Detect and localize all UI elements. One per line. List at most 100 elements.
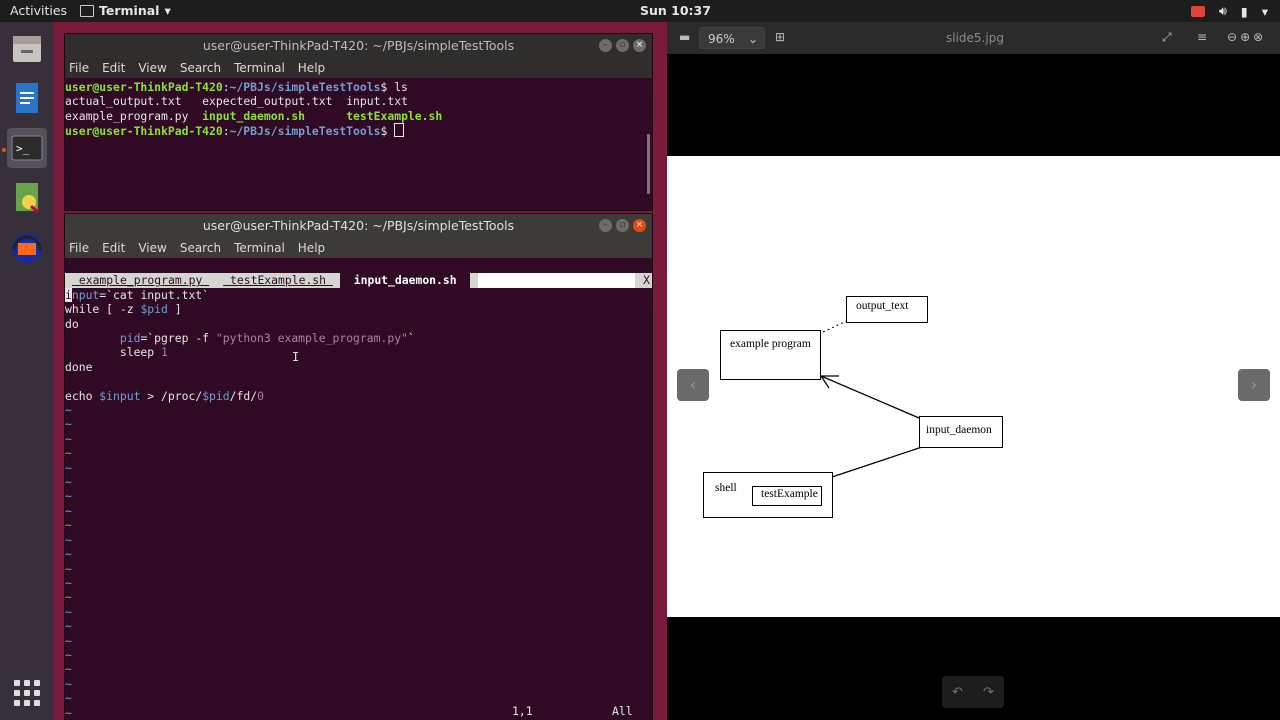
diagram-box-input-daemon: input_daemon (919, 416, 1003, 448)
arrowhead-icon (820, 375, 839, 389)
rotate-left-icon[interactable]: ↶ (952, 684, 963, 700)
vim-empty-line-marker: ~ (65, 475, 72, 490)
menu-help[interactable]: Help (297, 241, 326, 255)
rotate-right-icon[interactable]: ↷ (983, 684, 994, 700)
fullscreen-icon[interactable]: ⤢ (1162, 30, 1172, 44)
close-icon[interactable]: × (633, 39, 646, 52)
zoom-select[interactable]: 96% ⌄ (699, 27, 765, 49)
diagram-label: input_daemon (926, 424, 992, 436)
menu-terminal[interactable]: Terminal (234, 241, 285, 255)
vim-empty-line-marker: ~ (65, 417, 72, 432)
vim-empty-line-marker: ~ (65, 619, 72, 634)
menu-view[interactable]: View (138, 61, 167, 75)
diagram-label: output_text (856, 300, 909, 312)
minimize-icon[interactable]: – (599, 39, 612, 52)
code-line: do (65, 316, 79, 331)
window-title[interactable]: user@user-ThinkPad-T420: ~/PBJs/simpleTe… (65, 34, 652, 58)
terminal-window-bottom[interactable]: user@user-ThinkPad-T420: ~/PBJs/simpleTe… (65, 214, 652, 720)
vim-editor[interactable]: example_program.py testExample.sh input_… (65, 258, 652, 720)
maximize-icon[interactable]: ⊕ (1240, 30, 1251, 44)
hamburger-menu-icon[interactable]: ≡ (1197, 30, 1208, 44)
terminal-icon[interactable]: >_ (7, 128, 47, 168)
vim-empty-line-marker: ~ (65, 403, 72, 418)
vim-tab-close[interactable]: X (641, 273, 652, 288)
maximize-icon[interactable]: ▫ (616, 39, 629, 52)
screen-record-icon[interactable] (1190, 5, 1205, 17)
window-title[interactable]: user@user-ThinkPad-T420: ~/PBJs/simpleTe… (65, 214, 652, 238)
zoom-in-icon[interactable]: ⊞ (775, 30, 786, 44)
zoom-out-icon[interactable]: ▬ (679, 30, 691, 44)
chevron-down-icon: ▾ (164, 3, 171, 18)
vim-empty-line-marker: ~ (65, 575, 72, 590)
diagram-box-test-example: testExample (752, 486, 822, 506)
top-bar: Activities Terminal ▾ Sun 10:37 🔊︎ ▮ ▾ (0, 0, 1280, 22)
cursor-position: 1,1 (512, 704, 533, 718)
code-line: while [ -z $pid ] (65, 302, 182, 317)
vim-empty-line-marker: ~ (65, 503, 72, 518)
vim-empty-line-marker: ~ (65, 691, 72, 706)
battery-icon[interactable]: ▮ (1240, 3, 1248, 19)
code-line: input=`cat input.txt` (65, 287, 210, 302)
audacity-icon[interactable] (7, 228, 47, 268)
vim-empty-line-marker: ~ (65, 647, 72, 662)
system-tray[interactable]: 🔊︎ ▮ ▾ (1190, 3, 1268, 19)
prompt-line: user@user-ThinkPad-T420:~/PBJs/simpleTes… (65, 80, 408, 94)
menu-file[interactable]: File (69, 241, 90, 255)
vim-tab[interactable]: testExample.sh (223, 273, 333, 288)
scrollbar[interactable] (647, 134, 650, 194)
volume-icon[interactable]: 🔊︎ (1218, 3, 1227, 18)
rotate-toolbar: ↶ ↷ (942, 676, 1004, 708)
code-line: done (65, 359, 93, 374)
vim-empty-line-marker: ~ (65, 518, 72, 533)
window-controls[interactable]: ⊖ ⊕ ⊗ (1227, 30, 1263, 44)
terminal-window-top[interactable]: user@user-ThinkPad-T420: ~/PBJs/simpleTe… (65, 34, 652, 210)
terminal-screen[interactable]: user@user-ThinkPad-T420:~/PBJs/simpleTes… (65, 78, 652, 210)
vim-empty-line-marker: ~ (65, 489, 72, 504)
close-icon[interactable]: ⊗ (1253, 30, 1264, 44)
running-indicator (2, 148, 6, 152)
activities-button[interactable]: Activities (10, 3, 68, 18)
menu-file[interactable]: File (69, 61, 90, 75)
show-applications-icon[interactable] (14, 680, 40, 706)
vim-tab[interactable]: example_program.py (72, 273, 210, 288)
writer-icon[interactable] (7, 78, 47, 118)
prompt-line: user@user-ThinkPad-T420:~/PBJs/simpleTes… (65, 123, 652, 138)
code-line: sleep 1 (65, 345, 168, 360)
terminal-cursor (394, 123, 405, 138)
vim-empty-line-marker: ~ (65, 460, 72, 475)
minimize-icon[interactable]: – (599, 219, 612, 232)
close-icon[interactable]: × (633, 219, 646, 232)
ls-output-line-1: actual_output.txt expected_output.txt in… (65, 94, 408, 109)
code-line: echo $input > /proc/$pid/fd/0 (65, 388, 264, 403)
vim-empty-lines: ~~~~~~~~~~~~~~~~~~~~~~ (65, 403, 652, 720)
files-icon[interactable] (7, 28, 47, 68)
menu-terminal[interactable]: Terminal (234, 61, 285, 75)
code-line (65, 374, 652, 388)
menu-search[interactable]: Search (179, 61, 222, 75)
diagram-connectors (820, 317, 926, 479)
menu-view[interactable]: View (138, 241, 167, 255)
viewer-header-bar[interactable]: ▬ 96% ⌄ ⊞ slide5.jpg ⤢ ≡ ⊖ ⊕ ⊗ (667, 22, 1280, 54)
vim-empty-line-marker: ~ (65, 662, 72, 677)
app-menu[interactable]: Terminal ▾ (80, 3, 171, 18)
minimize-icon[interactable]: ⊖ (1227, 30, 1238, 44)
menu-bar: File Edit View Search Terminal Help (65, 58, 652, 78)
menu-bar: File Edit View Search Terminal Help (65, 238, 652, 258)
maximize-icon[interactable]: ▫ (616, 219, 629, 232)
clock[interactable]: Sun 10:37 (640, 3, 711, 18)
vim-tab-active[interactable]: input_daemon.sh (339, 273, 471, 288)
previous-image-button[interactable]: ‹ (677, 369, 709, 401)
draw-icon[interactable] (7, 178, 47, 218)
chevron-down-icon[interactable]: ▾ (1261, 3, 1268, 19)
image-viewer-window[interactable]: ▬ 96% ⌄ ⊞ slide5.jpg ⤢ ≡ ⊖ ⊕ ⊗ output_te… (667, 22, 1280, 720)
chevron-right-icon: › (1250, 375, 1258, 394)
menu-help[interactable]: Help (297, 61, 326, 75)
next-image-button[interactable]: › (1238, 369, 1270, 401)
chevron-down-icon: ⌄ (747, 32, 758, 46)
vim-empty-line-marker: ~ (65, 561, 72, 576)
diagram-box-shell: shell testExample (703, 472, 833, 518)
menu-edit[interactable]: Edit (102, 241, 126, 255)
menu-edit[interactable]: Edit (102, 61, 126, 75)
menu-search[interactable]: Search (179, 241, 222, 255)
dock: >_ (0, 22, 54, 720)
